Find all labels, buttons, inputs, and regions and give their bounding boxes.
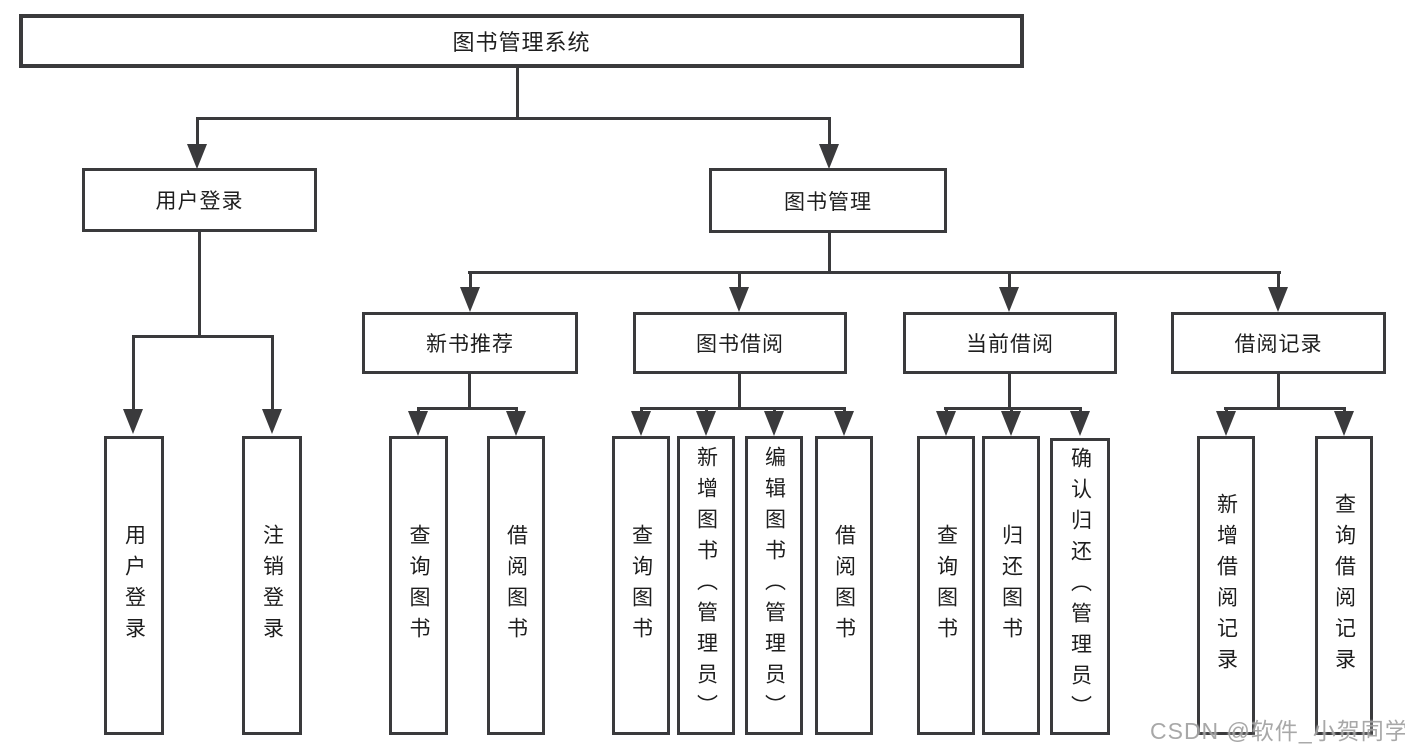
leaf-add-book-admin: 新增图书（管理员） bbox=[677, 436, 735, 735]
node-borrowing-records: 借阅记录 bbox=[1171, 312, 1386, 374]
leaf-label: 新增借阅记录 bbox=[1214, 492, 1238, 679]
connector-stem bbox=[469, 271, 472, 287]
leaf-label: 确认归还（管理员） bbox=[1068, 447, 1092, 726]
leaf-user-login: 用户登录 bbox=[104, 436, 164, 735]
leaf-label: 编辑图书（管理员） bbox=[762, 446, 786, 725]
arrow-down-icon bbox=[506, 411, 526, 436]
leaf-label: 注销登录 bbox=[260, 523, 284, 648]
csdn-watermark: CSDN @软件_小贺同学 bbox=[1150, 718, 1405, 744]
node-book-borrowing: 图书借阅 bbox=[633, 312, 847, 374]
leaf-return-book: 归还图书 bbox=[982, 436, 1040, 735]
connector-stem bbox=[1008, 271, 1011, 287]
leaf-label: 借阅图书 bbox=[504, 523, 528, 648]
leaf-query-borrow-record: 查询借阅记录 bbox=[1315, 436, 1373, 735]
connector-current-stem bbox=[1008, 374, 1011, 410]
leaf-current-query-book: 查询图书 bbox=[917, 436, 975, 735]
node-label: 新书推荐 bbox=[426, 333, 514, 356]
connector-stem bbox=[640, 407, 643, 413]
connector-user-login-hbar bbox=[132, 335, 274, 338]
connector-stem bbox=[1079, 407, 1082, 413]
connector-book-mgmt-stem bbox=[828, 233, 831, 274]
leaf-label: 归还图书 bbox=[999, 523, 1023, 648]
node-new-book-recommend: 新书推荐 bbox=[362, 312, 578, 374]
arrow-down-icon bbox=[1070, 411, 1090, 436]
leaf-edit-book-admin: 编辑图书（管理员） bbox=[745, 436, 803, 735]
leaf-borrowing-query-book: 查询图书 bbox=[612, 436, 670, 735]
connector-borrowing-stem bbox=[738, 374, 741, 410]
connector-stem bbox=[773, 407, 776, 413]
arrow-down-icon bbox=[936, 411, 956, 436]
arrow-down-icon bbox=[460, 287, 480, 312]
arrow-down-icon bbox=[696, 411, 716, 436]
connector-book-mgmt-hbar bbox=[468, 271, 1281, 274]
connector-stem bbox=[705, 407, 708, 413]
node-label: 借阅记录 bbox=[1234, 333, 1323, 356]
connector-root-hbar bbox=[196, 117, 831, 120]
connector-stem bbox=[271, 335, 274, 409]
connector-records-hbar bbox=[1224, 407, 1346, 410]
arrow-down-icon bbox=[819, 144, 839, 169]
node-book-management: 图书管理 bbox=[709, 168, 947, 233]
connector-stem bbox=[945, 407, 948, 413]
arrow-down-icon bbox=[729, 287, 749, 312]
connector-current-hbar bbox=[944, 407, 1082, 410]
node-label: 图书管理系统 bbox=[452, 30, 591, 55]
connector-stem bbox=[132, 335, 135, 409]
node-label: 图书管理 bbox=[784, 190, 872, 214]
node-label: 当前借阅 bbox=[966, 333, 1054, 356]
connector-recommend-hbar bbox=[417, 407, 518, 410]
arrow-down-icon bbox=[1334, 411, 1354, 436]
leaf-label: 查询图书 bbox=[934, 523, 958, 648]
leaf-label: 查询图书 bbox=[629, 523, 653, 648]
leaf-add-borrow-record: 新增借阅记录 bbox=[1197, 436, 1255, 735]
arrow-down-icon bbox=[834, 411, 854, 436]
connector-stem bbox=[196, 117, 199, 145]
leaf-recommend-borrow-book: 借阅图书 bbox=[487, 436, 545, 735]
connector-stem bbox=[1225, 407, 1228, 413]
arrow-down-icon bbox=[999, 287, 1019, 312]
leaf-label: 借阅图书 bbox=[832, 523, 856, 648]
connector-stem bbox=[1277, 271, 1280, 287]
connector-stem bbox=[1343, 407, 1346, 413]
leaf-borrowing-borrow-book: 借阅图书 bbox=[815, 436, 873, 735]
connector-user-login-stem bbox=[198, 232, 201, 338]
leaf-logout: 注销登录 bbox=[242, 436, 302, 735]
arrow-down-icon bbox=[408, 411, 428, 436]
node-label: 图书借阅 bbox=[696, 333, 784, 356]
node-user-login: 用户登录 bbox=[82, 168, 317, 232]
arrow-down-icon bbox=[1216, 411, 1236, 436]
arrow-down-icon bbox=[1001, 411, 1021, 436]
connector-stem bbox=[738, 271, 741, 287]
connector-stem bbox=[417, 407, 420, 413]
connector-stem bbox=[1010, 407, 1013, 413]
connector-root-stem bbox=[516, 68, 519, 120]
connector-stem bbox=[828, 117, 831, 145]
leaf-recommend-query-book: 查询图书 bbox=[389, 436, 448, 735]
leaf-label: 用户登录 bbox=[122, 523, 146, 648]
connector-stem bbox=[843, 407, 846, 413]
leaf-label: 查询图书 bbox=[407, 523, 431, 648]
node-library-management-system: 图书管理系统 bbox=[19, 14, 1024, 68]
leaf-label: 查询借阅记录 bbox=[1332, 492, 1356, 679]
arrow-down-icon bbox=[262, 409, 282, 434]
arrow-down-icon bbox=[123, 409, 143, 434]
node-current-borrowing: 当前借阅 bbox=[903, 312, 1117, 374]
arrow-down-icon bbox=[1268, 287, 1288, 312]
connector-stem bbox=[515, 407, 518, 413]
connector-records-stem bbox=[1277, 374, 1280, 410]
arrow-down-icon bbox=[631, 411, 651, 436]
connector-borrowing-hbar bbox=[640, 407, 846, 410]
arrow-down-icon bbox=[764, 411, 784, 436]
arrow-down-icon bbox=[187, 144, 207, 169]
node-label: 用户登录 bbox=[155, 190, 244, 213]
leaf-confirm-return-admin: 确认归还（管理员） bbox=[1050, 438, 1110, 735]
leaf-label: 新增图书（管理员） bbox=[694, 446, 718, 725]
connector-recommend-stem bbox=[468, 374, 471, 410]
